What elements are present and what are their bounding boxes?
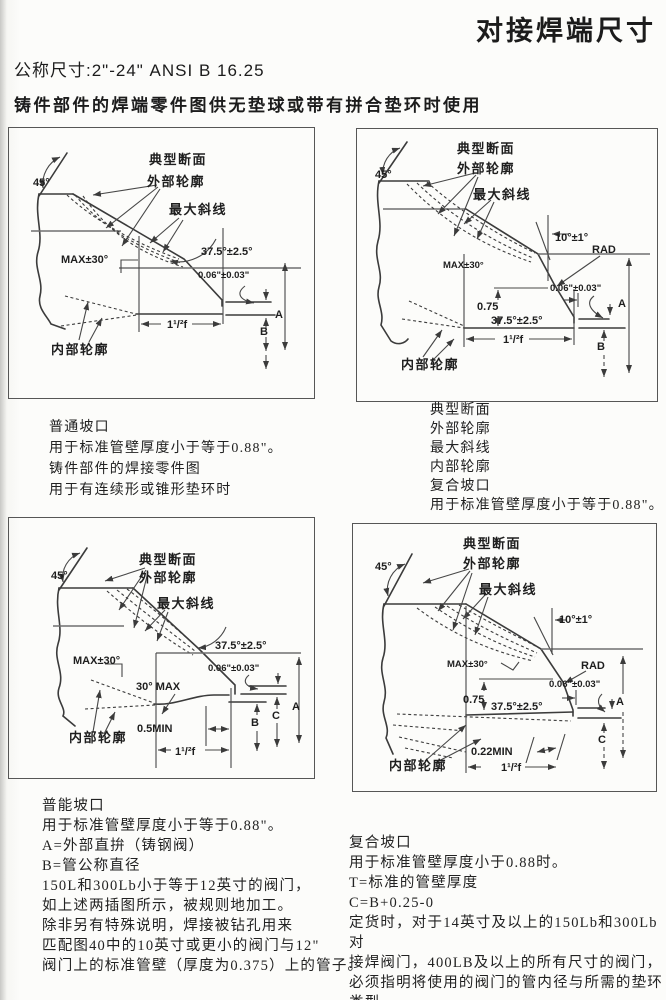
label-dim-c: C [598, 734, 606, 746]
label-dim-f: 1¹/²f [501, 762, 522, 774]
label-max30: MAX±30° [447, 659, 488, 670]
caption-line: 典型断面 [430, 403, 491, 418]
label-land: 0.06"±0.03" [208, 663, 259, 674]
label-max-slope: 最大斜线 [169, 202, 227, 217]
label-land: 0.06"±0.03" [198, 270, 249, 281]
label-outer-contour: 外部轮廓 [456, 161, 515, 176]
caption-compound-bevel: 典型断面 外部轮廓 最大斜线 内部轮廓 复合坡口 用于标准管壁厚度小于等于0.8… [430, 401, 664, 515]
caption-line: B=管公称直径 [42, 858, 141, 874]
caption-line: 接焊阀门，400LB及以上的所有尺寸的阀门， [349, 955, 663, 971]
caption-line: 普能坡口 [42, 798, 105, 814]
page-title: 对接焊端尺寸 [476, 16, 656, 46]
contour-curves [401, 181, 536, 329]
caption-line: 定货时，对于14英寸及以上的150Lb和300Lb对 [349, 915, 658, 951]
caption-line: 铸件部件的焊接零件图 [49, 462, 201, 477]
label-typical-section: 典型断面 [149, 152, 207, 167]
pipe-outline [31, 152, 276, 330]
label-dim-c: C [272, 710, 280, 722]
caption-notes-left: 普能坡口 用于标准管壁厚度小于等于0.88"。 A=外部直拚（铸钢阀） B=管公… [42, 796, 363, 976]
label-inner-contour: 内部轮廓 [389, 758, 447, 773]
contour-curves [392, 604, 572, 759]
dimension-lines [383, 563, 643, 773]
label-outer-contour: 外部轮廓 [146, 174, 205, 189]
label-dim-a: A [618, 298, 626, 310]
label-dim-f: 1¹/²f [503, 334, 524, 346]
label-typical-section: 典型断面 [139, 552, 197, 567]
caption-line: 如上述两插图所示，被规则地加工。 [42, 898, 294, 914]
label-typical-section: 典型断面 [457, 141, 515, 156]
caption-line: 阀门上的标准管壁（厚度为0.375）上的管子。 [42, 958, 364, 974]
caption-line: 内部轮廓 [430, 460, 491, 475]
caption-line: 复合坡口 [430, 479, 491, 494]
label-dim-f: 1¹/²f [175, 746, 196, 758]
label-max-slope: 最大斜线 [473, 187, 531, 202]
label-typical-section: 典型断面 [463, 536, 521, 551]
label-dim-b: B [597, 341, 605, 353]
caption-line: A=外部直拚（铸钢阀） [42, 838, 205, 854]
caption-line: 普通坡口 [49, 420, 110, 435]
label-rad: RAD [592, 244, 616, 256]
usage-description: 铸件部件的焊端零件图供无垫球或带有拼合垫环时使用 [14, 96, 482, 115]
caption-line: T=标准的管壁厚度 [349, 875, 479, 891]
caption-line: 外部轮廓 [430, 422, 491, 437]
label-bevel-angle: 37.5°±2.5° [201, 246, 253, 258]
label-dim-b: B [251, 717, 259, 729]
caption-line: C=B+0.25-0 [349, 895, 435, 911]
label-bevel-angle: 37.5°±2.5° [215, 640, 267, 652]
label-max30: MAX±30° [61, 254, 108, 266]
label-max-slope: 最大斜线 [157, 596, 215, 611]
label-rad: RAD [581, 660, 605, 672]
label-075: 0.75 [463, 694, 484, 706]
label-45deg: 45° [375, 169, 392, 181]
label-max30: MAX±30° [443, 260, 484, 271]
diagram-plain-bevel: 典型断面 外部轮廓 最大斜线 45° MAX±30° 37.5°±2.5° 0.… [8, 127, 315, 399]
label-land: 0.06"±0.03" [549, 679, 600, 690]
label-30max: 30° MAX [136, 681, 181, 693]
caption-line: 150L和300Lb小于等于12英寸的阀门， [42, 878, 311, 894]
label-10deg: 10°±1° [559, 614, 592, 626]
label-dim-f: 1¹/²f [167, 319, 188, 331]
caption-line: 匹配图40中的10英寸或更小的阀门与12" [42, 938, 320, 954]
label-max30: MAX±30° [73, 655, 120, 667]
label-45deg: 45° [375, 561, 392, 573]
caption-line: 必须指明将使用的阀门的管内径与所需的垫环类型。 [349, 975, 663, 1000]
label-45deg: 45° [51, 570, 68, 582]
label-dim-a: A [616, 696, 624, 708]
label-022min: 0.22MIN [471, 746, 513, 758]
caption-line: 最大斜线 [430, 441, 491, 456]
label-inner-contour: 内部轮廓 [69, 730, 127, 745]
pipe-outline [380, 553, 622, 755]
diagram-compound-bevel-large: 典型断面 外部轮廓 最大斜线 45° 10°±1° MAX±30° RAD 0.… [352, 523, 657, 792]
caption-line: 用于标准管壁厚度小于等于0.88"。 [49, 441, 283, 456]
caption-notes-right: 复合坡口 用于标准管壁厚度小于0.88时。 T=标准的管壁厚度 C=B+0.25… [349, 833, 666, 1000]
label-10deg: 10°±1° [555, 232, 588, 244]
label-45deg: 45° [33, 177, 50, 189]
caption-plain-bevel: 普通坡口 用于标准管壁厚度小于等于0.88"。 铸件部件的焊接零件图 用于有连续… [49, 417, 283, 501]
label-max-slope: 最大斜线 [479, 582, 537, 597]
nominal-size-spec: 公称尺寸:2"-24" ANSI B 16.25 [14, 61, 265, 80]
label-dim-b: B [260, 326, 268, 338]
dimension-lines [39, 156, 301, 369]
caption-line: 除非另有特殊说明，焊接被钻孔用来 [42, 918, 294, 934]
label-bevel-angle: 37.5°±2.5° [491, 701, 543, 713]
label-inner-contour: 内部轮廓 [51, 342, 109, 357]
caption-line: 用于标准管壁厚度小于等于0.88"。 [430, 498, 664, 513]
label-05min: 0.5MIN [137, 723, 173, 735]
label-outer-contour: 外部轮廓 [138, 570, 197, 585]
caption-line: 用于有连续形或锥形垫环时 [49, 483, 232, 498]
dimension-lines [58, 552, 302, 768]
label-dim-a: A [292, 701, 300, 713]
label-dim-a: A [275, 309, 283, 321]
label-075: 0.75 [477, 301, 498, 313]
dimension-lines [379, 147, 650, 377]
label-bevel-angle: 37.5°±2.5° [491, 315, 543, 327]
caption-line: 用于标准管壁厚度小于0.88时。 [349, 855, 568, 871]
caption-line: 复合坡口 [349, 835, 412, 851]
diagram-compound-bevel: 典型断面 外部轮廓 最大斜线 45° 10°±1° RAD MAX±30° 0.… [356, 128, 658, 402]
label-land: 0.06"±0.03" [550, 283, 601, 294]
label-outer-contour: 外部轮廓 [462, 556, 521, 571]
caption-line: 用于标准管壁厚度小于等于0.88"。 [42, 818, 284, 834]
label-inner-contour: 内部轮廓 [401, 357, 459, 372]
diagram-bevel-30max: 典型断面 外部轮廓 最大斜线 45° 37.5°±2.5° MAX±30° 0.… [8, 517, 315, 779]
